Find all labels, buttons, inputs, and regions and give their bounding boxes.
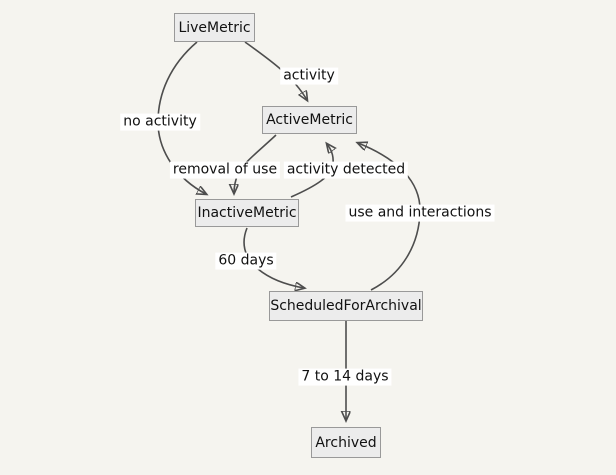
edge-label-activity-detected: activity detected xyxy=(283,161,409,179)
state-node-inactivemetric: InactiveMetric xyxy=(195,199,299,227)
edge-label-60-days: 60 days xyxy=(215,252,277,270)
edge-livemetric-activemetric xyxy=(244,41,307,100)
state-node-activemetric: ActiveMetric xyxy=(262,106,357,134)
edge-label-activity: activity xyxy=(280,67,338,85)
state-node-scheduledforarchival: ScheduledForArchival xyxy=(269,291,423,321)
edge-label-7-to-14-days: 7 to 14 days xyxy=(298,368,392,386)
state-node-livemetric: LiveMetric xyxy=(174,13,255,42)
edge-label-use-and-interactions: use and interactions xyxy=(345,204,495,222)
edge-label-removal-of-use: removal of use xyxy=(169,161,281,179)
state-node-archived: Archived xyxy=(311,427,381,458)
edge-label-no-activity: no activity xyxy=(120,113,200,131)
